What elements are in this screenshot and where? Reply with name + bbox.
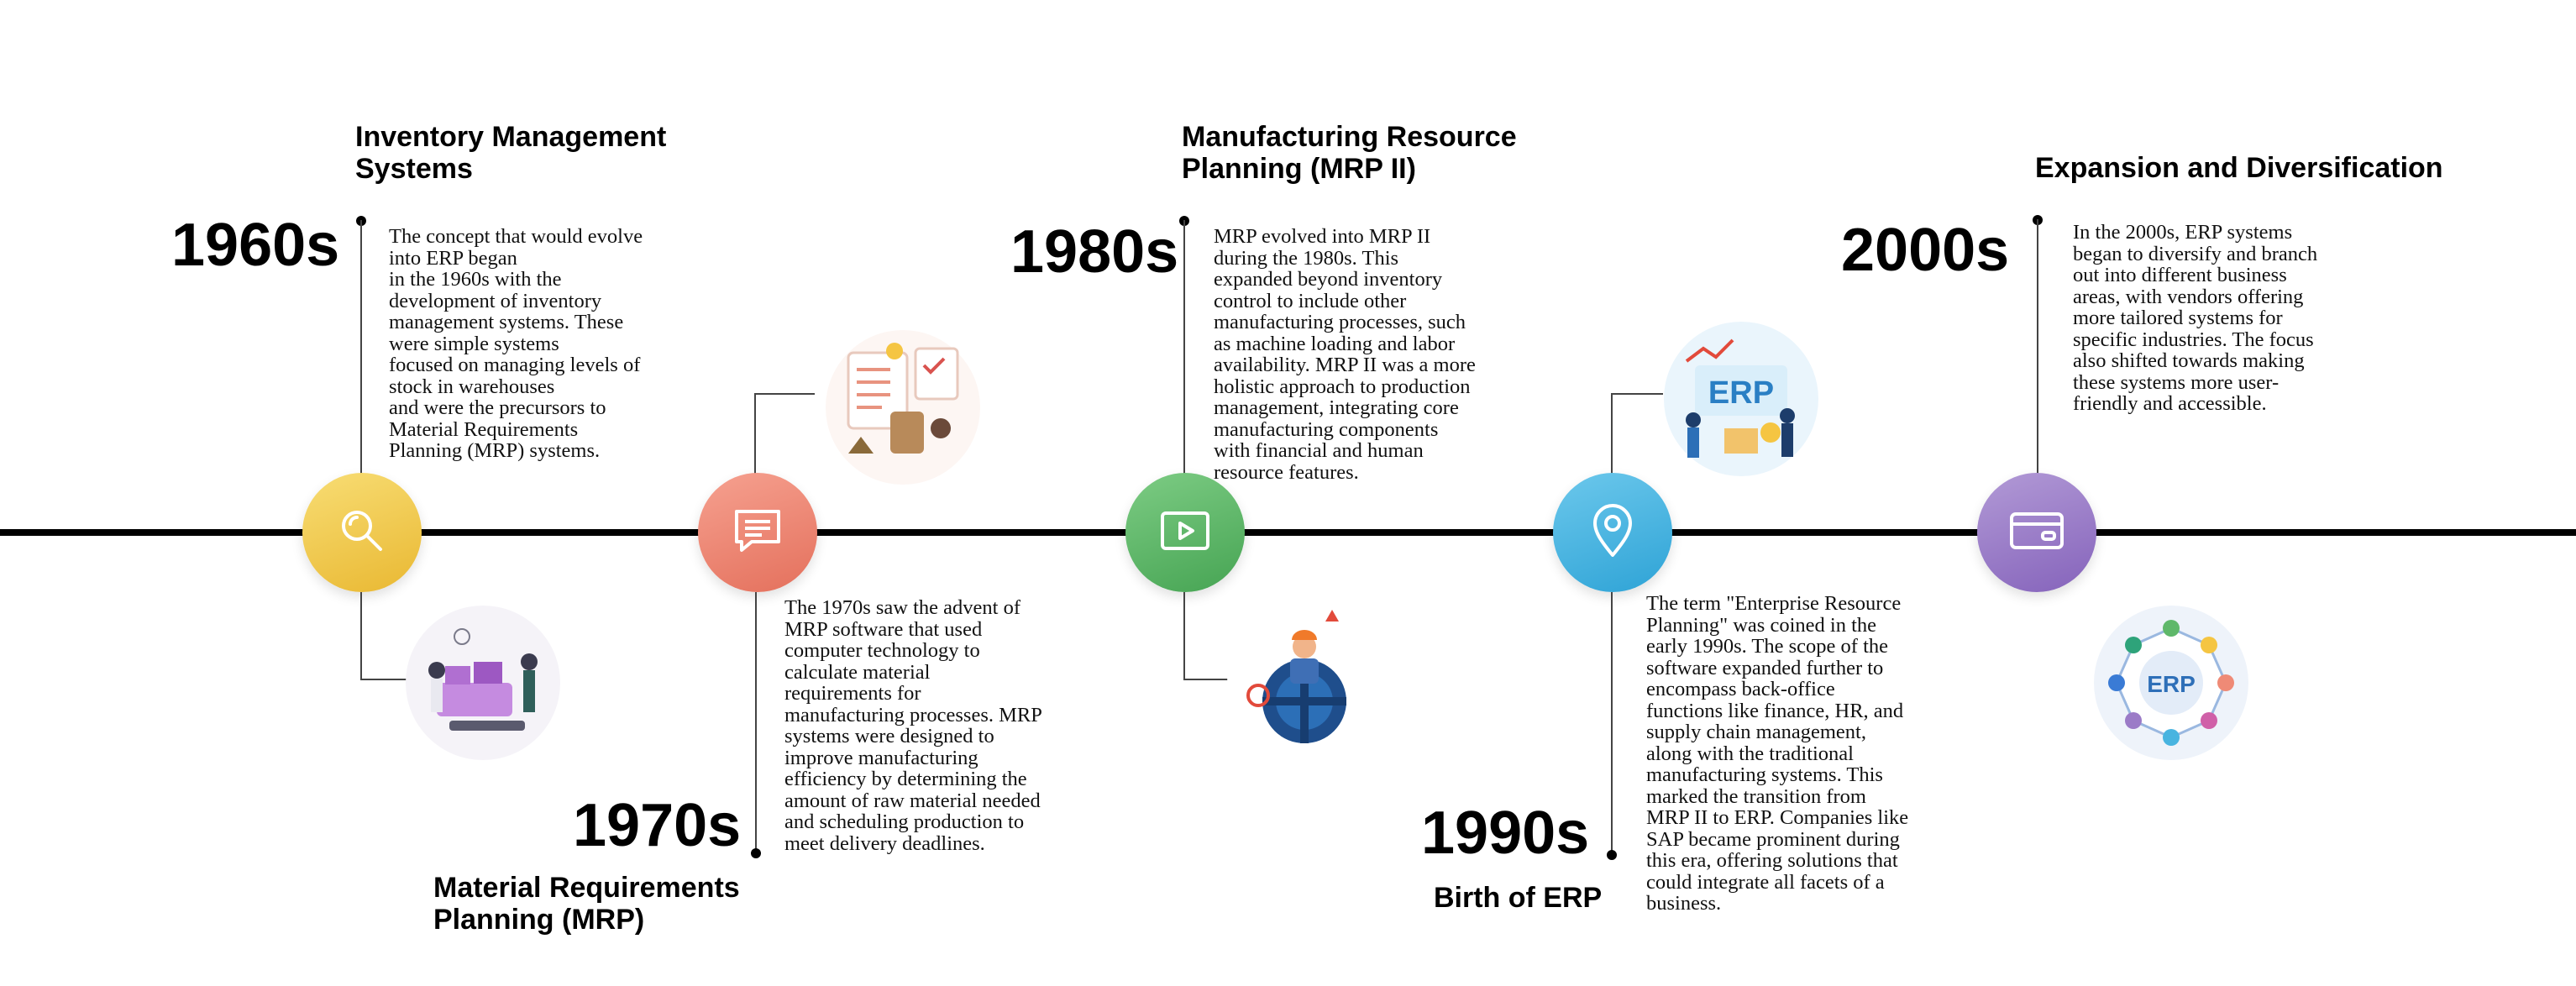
timeline-axis bbox=[0, 529, 2576, 536]
erp-ring-label: ERP bbox=[2147, 671, 2196, 697]
node-1970s[interactable] bbox=[698, 473, 817, 592]
gear-engineer-illustration bbox=[1225, 596, 1384, 756]
node-1990s[interactable] bbox=[1553, 473, 1672, 592]
milestone-year: 1960s bbox=[171, 212, 340, 279]
search-icon bbox=[335, 504, 389, 562]
milestone-title: Birth of ERP bbox=[1434, 882, 1603, 914]
node-2000s[interactable] bbox=[1977, 473, 2096, 592]
erp-illustration-label: ERP bbox=[1708, 375, 1774, 411]
milestone-title: Material Requirements Planning (MRP) bbox=[433, 872, 740, 936]
connector-line bbox=[360, 592, 362, 680]
milestone-year: 1990s bbox=[1421, 800, 1590, 867]
connector-line bbox=[1183, 679, 1234, 680]
connector-line bbox=[1611, 393, 1613, 477]
connector-line bbox=[2037, 219, 2038, 476]
erp-team-illustration: ERP bbox=[1661, 319, 1821, 479]
connector-dot bbox=[1607, 850, 1617, 860]
milestone-year: 1970s bbox=[573, 792, 742, 859]
connector-line bbox=[360, 679, 411, 680]
node-1960s[interactable] bbox=[302, 473, 422, 592]
play-icon bbox=[1157, 503, 1213, 563]
node-1980s[interactable] bbox=[1125, 473, 1245, 592]
erp-modules-ring-illustration: ERP bbox=[2091, 603, 2251, 763]
connector-line bbox=[1183, 220, 1185, 476]
connector-line bbox=[754, 393, 815, 395]
credit-card-icon bbox=[2007, 507, 2066, 559]
connector-line bbox=[755, 592, 757, 852]
connector-line bbox=[1183, 592, 1185, 680]
connector-line bbox=[754, 393, 756, 477]
milestone-title: Inventory Management Systems bbox=[355, 121, 667, 185]
milestone-title: Expansion and Diversification bbox=[2035, 152, 2443, 184]
planning-checklist-illustration bbox=[823, 328, 983, 487]
connector-line bbox=[1611, 393, 1663, 395]
chat-icon bbox=[730, 503, 785, 563]
milestone-year: 2000s bbox=[1841, 217, 2010, 284]
milestone-year: 1980s bbox=[1010, 218, 1179, 286]
connector-dot bbox=[751, 848, 761, 858]
connector-line bbox=[360, 220, 362, 476]
connector-line bbox=[1611, 592, 1613, 854]
milestone-title: Manufacturing Resource Planning (MRP II) bbox=[1182, 121, 1517, 185]
location-pin-icon bbox=[1585, 501, 1640, 564]
warehouse-workers-illustration bbox=[403, 603, 563, 763]
